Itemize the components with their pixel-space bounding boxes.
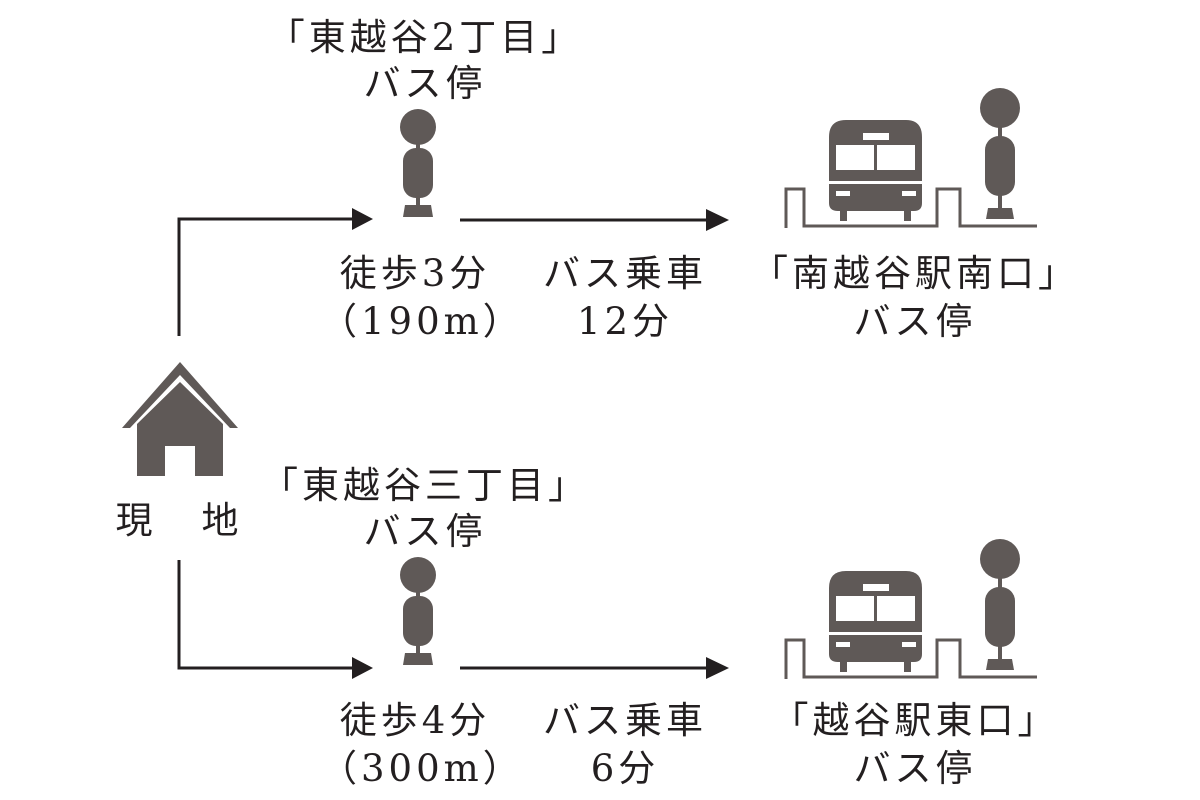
bus-stop-pole-icon — [980, 539, 1020, 670]
route-2-start-stop-name: 「東越谷三丁目」 — [261, 464, 589, 507]
route-2-start-stop-suffix: バス停 — [363, 510, 487, 553]
route-1-start-stop-name: 「東越谷2丁目」 — [267, 16, 583, 59]
route-2-ride-label: バス乗車 — [543, 699, 707, 742]
route-2-ride-duration: 6分 — [590, 747, 660, 790]
bus-stop-icon — [400, 557, 436, 665]
house-roof — [122, 362, 238, 428]
route-1-ride-duration: 12分 — [576, 300, 674, 343]
bus-stop-icon — [400, 109, 436, 217]
bus-icon — [829, 120, 922, 221]
route-1-ride-label: バス乗車 — [543, 252, 707, 295]
route-1-walk-label: 徒歩3分 — [339, 252, 491, 295]
route-1-end-stop-suffix: バス停 — [853, 300, 977, 343]
route-2-end-stop-suffix: バス停 — [853, 747, 977, 790]
house-body — [137, 382, 223, 476]
route-2-end-stop-name: 「越谷駅東口」 — [771, 699, 1059, 742]
route-2-walk-arrow — [177, 560, 373, 679]
bus-stop-pole-icon — [980, 88, 1020, 219]
platform-line — [784, 187, 1037, 228]
house-icon — [122, 362, 238, 476]
bus-icon — [829, 571, 922, 672]
bus-and-stop-icon — [784, 539, 1037, 679]
route-2-walk-distance: （300m） — [320, 747, 524, 790]
route-1-walk-arrow — [177, 208, 373, 336]
origin-label: 現 地 — [115, 499, 245, 542]
route-1-end-stop-name: 「南越谷駅南口」 — [751, 252, 1079, 295]
route-2-ride-arrow — [460, 657, 729, 679]
route-1-ride-arrow — [460, 209, 729, 231]
bus-and-stop-icon — [784, 88, 1037, 228]
platform-line — [784, 638, 1037, 679]
route-2-walk-label: 徒歩4分 — [339, 699, 491, 742]
route-1-walk-distance: （190m） — [320, 300, 524, 343]
route-1-start-stop-suffix: バス停 — [363, 62, 487, 105]
